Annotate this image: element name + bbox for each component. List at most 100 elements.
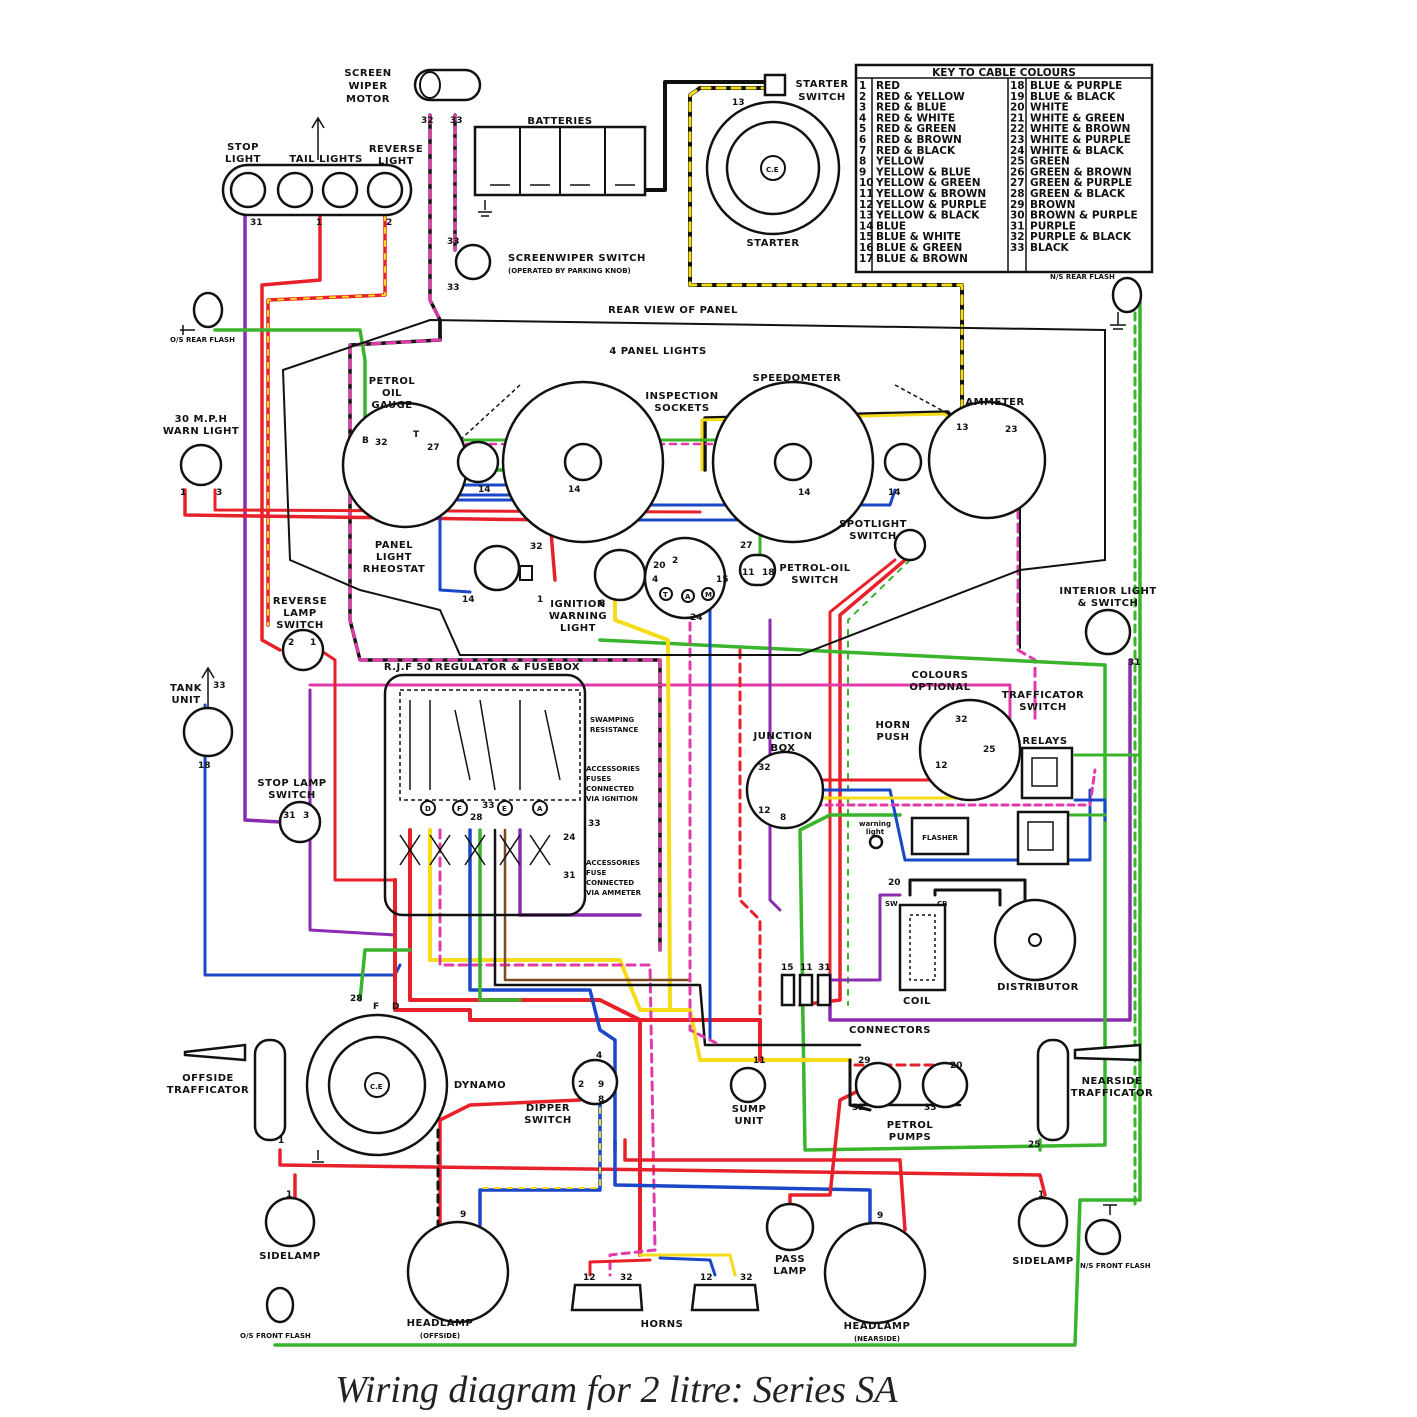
centre-gauge: 14 bbox=[501, 380, 665, 544]
label-os-front-flash: O/S FRONT FLASH bbox=[240, 1332, 311, 1340]
svg-text:14: 14 bbox=[798, 488, 811, 498]
svg-text:31: 31 bbox=[563, 871, 576, 881]
svg-text:8: 8 bbox=[780, 813, 786, 823]
label-four-panel-lights: 4 PANEL LIGHTS bbox=[609, 346, 706, 357]
label-nearside-paren: (NEARSIDE) bbox=[854, 1335, 900, 1343]
wire-black-battery bbox=[638, 80, 772, 192]
key-row-left-colour: YELLOW & PURPLE bbox=[875, 199, 987, 211]
svg-text:2: 2 bbox=[578, 1080, 584, 1090]
instrument-panel bbox=[281, 318, 1106, 656]
label-os-rear-flash: O/S REAR FLASH bbox=[170, 336, 235, 344]
key-row-left-num: 13 bbox=[859, 210, 874, 222]
key-row-left-colour: RED & BLACK bbox=[876, 145, 956, 157]
svg-text:D: D bbox=[392, 1002, 399, 1012]
svg-text:11: 11 bbox=[800, 963, 813, 973]
panel-light-4: 14 bbox=[883, 442, 923, 498]
svg-text:27: 27 bbox=[740, 541, 753, 551]
label-inspection: INSPECTION bbox=[645, 391, 718, 402]
key-row-right-num: 26 bbox=[1010, 166, 1025, 178]
label-regulator: R.J.F 50 REGULATOR & FUSEBOX bbox=[384, 662, 580, 673]
label-acc-ign-3: CONNECTED bbox=[586, 785, 634, 793]
key-row-left-num: 16 bbox=[859, 242, 874, 254]
svg-text:28: 28 bbox=[350, 994, 363, 1004]
key-title: KEY TO CABLE COLOURS bbox=[932, 67, 1076, 79]
key-row-right-colour: WHITE & BROWN bbox=[1030, 123, 1130, 135]
key-row-right-num: 27 bbox=[1010, 177, 1025, 189]
key-row-right-num: 29 bbox=[1010, 199, 1025, 211]
svg-text:9: 9 bbox=[598, 1080, 604, 1090]
svg-text:B: B bbox=[362, 436, 369, 446]
key-row-right-num: 24 bbox=[1010, 145, 1025, 157]
key-row-left-num: 10 bbox=[859, 177, 874, 189]
terminal-t: T bbox=[663, 591, 668, 599]
key-row-left-num: 2 bbox=[859, 91, 866, 103]
key-row-left-colour: RED bbox=[876, 80, 900, 92]
label-oil: OIL bbox=[382, 388, 402, 399]
svg-text:1: 1 bbox=[278, 1136, 284, 1146]
key-row-left-colour: BLUE & WHITE bbox=[876, 231, 961, 243]
wire-blue-panel bbox=[438, 483, 472, 594]
label-trafficator-switch: SWITCH bbox=[1019, 702, 1066, 713]
sidelamp-right: 1 bbox=[1017, 1190, 1069, 1248]
label-reverse-light-2: LIGHT bbox=[378, 156, 414, 167]
label-acc-amm-4: VIA AMMETER bbox=[586, 889, 642, 897]
key-row-left-num: 3 bbox=[859, 102, 866, 114]
key-row-right-colour: BROWN & PURPLE bbox=[1030, 210, 1138, 222]
svg-text:20: 20 bbox=[888, 878, 901, 888]
key-row-right-colour: WHITE & GREEN bbox=[1030, 112, 1125, 124]
label-starter-switch-1: STARTER bbox=[795, 79, 848, 90]
label-stop-lamp: STOP LAMP bbox=[257, 778, 326, 789]
label-rear-view-panel: REAR VIEW OF PANEL bbox=[608, 305, 738, 316]
svg-text:28: 28 bbox=[470, 813, 483, 823]
label-optional: OPTIONAL bbox=[909, 682, 970, 693]
key-row-left-colour: RED & GREEN bbox=[876, 123, 956, 135]
key-row-left-num: 6 bbox=[859, 134, 866, 146]
svg-text:33: 33 bbox=[213, 681, 226, 691]
key-row-left-num: 7 bbox=[859, 145, 866, 157]
svg-text:11: 11 bbox=[742, 568, 755, 578]
label-stop-light-1: STOP bbox=[227, 142, 259, 153]
svg-text:33: 33 bbox=[482, 801, 495, 811]
key-row-right-colour: WHITE & PURPLE bbox=[1030, 134, 1131, 146]
key-row-right-colour: BLUE & BLACK bbox=[1030, 91, 1116, 103]
label-nearside-trafficator: TRAFFICATOR bbox=[1071, 1088, 1153, 1099]
label-petrol-pumps-1: PETROL bbox=[887, 1120, 934, 1131]
coil: 20 SW CB bbox=[885, 878, 947, 992]
svg-text:14: 14 bbox=[568, 485, 581, 495]
key-row-right-num: 33 bbox=[1010, 242, 1025, 254]
label-tail-lights: TAIL LIGHTS bbox=[289, 154, 363, 165]
key-row-left-colour: RED & BROWN bbox=[876, 134, 962, 146]
label-horns: HORNS bbox=[641, 1319, 684, 1330]
headlamp-nearside: 9 bbox=[823, 1211, 927, 1325]
key-row-left-colour: YELLOW & BROWN bbox=[875, 188, 986, 200]
svg-text:20: 20 bbox=[653, 561, 666, 571]
terminal-f: F bbox=[457, 805, 462, 813]
key-row-left-num: 14 bbox=[859, 220, 874, 232]
key-row-right-colour: PURPLE bbox=[1030, 220, 1076, 232]
label-offside-paren: (OFFSIDE) bbox=[420, 1332, 460, 1340]
label-petrol-oil-switch: SWITCH bbox=[791, 575, 838, 586]
label-swamping: SWAMPING bbox=[590, 716, 634, 724]
key-row-left-colour: YELLOW bbox=[875, 156, 925, 168]
key-row-right-num: 21 bbox=[1010, 112, 1025, 124]
label-sump: SUMP bbox=[732, 1104, 767, 1115]
label-sump-unit: UNIT bbox=[734, 1116, 763, 1127]
label-acc-amm-3: CONNECTED bbox=[586, 879, 634, 887]
wire-harness-yellow bbox=[428, 828, 852, 1062]
terminal-a-reg: A bbox=[537, 805, 543, 813]
key-row-left-num: 11 bbox=[859, 188, 874, 200]
svg-text:8: 8 bbox=[598, 1095, 604, 1105]
key-row-right-colour: WHITE bbox=[1030, 102, 1069, 114]
terminal-cb: CB bbox=[937, 900, 947, 908]
label-ns-front-flash: N/S FRONT FLASH bbox=[1080, 1262, 1151, 1270]
